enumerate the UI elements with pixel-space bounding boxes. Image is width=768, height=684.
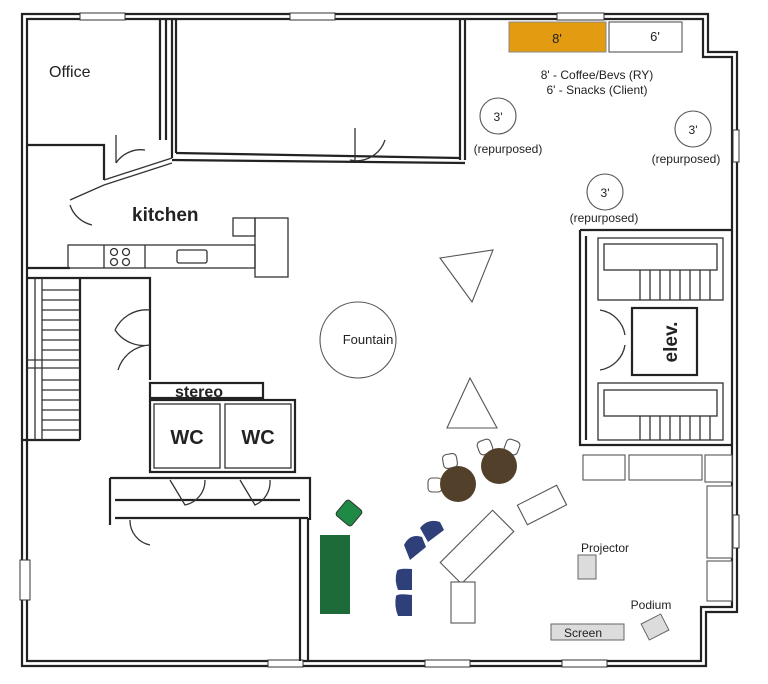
fountain-label: Fountain — [343, 332, 394, 347]
cafe-tables — [427, 438, 521, 502]
outer-walls — [19, 12, 740, 668]
screen-label: Screen — [564, 626, 602, 640]
round-table-1-size: 3' — [494, 110, 503, 124]
green-sofa — [320, 535, 350, 614]
office-walls — [27, 19, 467, 270]
round-table-2 — [674, 110, 712, 148]
elevator-label: elev. — [661, 322, 682, 363]
coffee-table-label: 8' — [552, 31, 562, 46]
legend-line-2: 6' - Snacks (Client) — [547, 83, 648, 97]
wc-label-2: WC — [241, 427, 274, 449]
wc-block — [108, 381, 312, 661]
rectangular-tables — [439, 454, 733, 624]
round-table-1 — [479, 97, 517, 135]
round-table-3-note: (repurposed) — [570, 211, 639, 225]
fountain — [319, 301, 397, 379]
green-chair — [335, 499, 363, 527]
snacks-table-label: 6' — [650, 29, 660, 44]
coffee-table — [508, 21, 607, 53]
kitchen-label: kitchen — [132, 205, 199, 226]
cafe-table-1 — [440, 466, 476, 502]
round-table-1-note: (repurposed) — [474, 142, 543, 156]
legend-line-1: 8' - Coffee/Bevs (RY) — [541, 68, 654, 82]
projector — [577, 554, 597, 580]
elevator-block — [578, 228, 732, 447]
office-label: Office — [49, 64, 91, 81]
round-table-3 — [586, 173, 624, 211]
projector-label: Projector — [581, 541, 629, 555]
kitchen-counters — [67, 217, 289, 278]
stereo-label: stereo — [175, 384, 223, 401]
left-stairs — [22, 276, 152, 442]
triangle-marker-upper — [439, 249, 494, 304]
round-table-2-size: 3' — [689, 123, 698, 137]
podium-label: Podium — [631, 598, 672, 612]
cafe-table-2 — [481, 448, 517, 484]
wc-label-1: WC — [170, 427, 203, 449]
triangle-marker-lower — [446, 376, 498, 429]
podium — [640, 613, 670, 641]
round-table-3-size: 3' — [601, 186, 610, 200]
snacks-table — [608, 21, 683, 53]
blue-seats — [395, 520, 444, 616]
round-table-2-note: (repurposed) — [652, 152, 721, 166]
screen — [550, 623, 625, 641]
